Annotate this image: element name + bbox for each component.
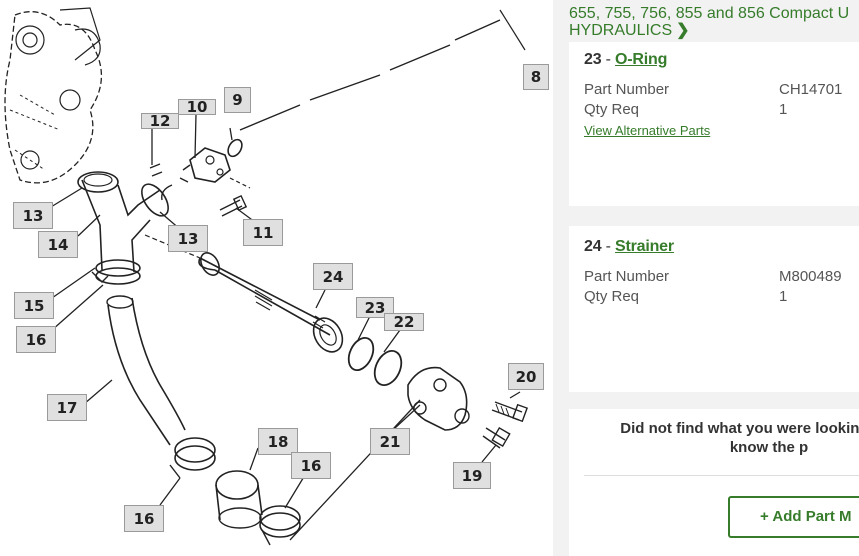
qty-value: 1	[779, 101, 788, 118]
callout-16-bottom[interactable]: 16	[124, 505, 164, 532]
parts-panel: 655, 755, 756, 855 and 856 Compact U HYD…	[553, 0, 859, 556]
callout-13-right[interactable]: 13	[168, 225, 208, 252]
add-part-manually-button[interactable]: + Add Part M	[728, 496, 859, 538]
callout-9[interactable]: 9	[224, 87, 251, 113]
part-number-value: CH14701	[779, 81, 843, 98]
qty-label: Qty Req	[584, 101, 640, 118]
part-index: 23	[584, 51, 602, 68]
callout-20[interactable]: 20	[508, 363, 544, 390]
callout-14[interactable]: 14	[38, 231, 78, 258]
callout-15[interactable]: 15	[14, 292, 54, 319]
callout-8[interactable]: 8	[523, 64, 549, 90]
callout-18[interactable]: 18	[258, 428, 298, 455]
part-number-label: Part Number	[584, 81, 670, 98]
callout-12[interactable]: 12	[141, 112, 179, 130]
callout-16-upper[interactable]: 16	[16, 326, 56, 353]
part-index: 24	[584, 238, 602, 255]
callout-16-right[interactable]: 16	[291, 452, 331, 479]
qty-value: 1	[779, 288, 788, 305]
qty-label: Qty Req	[584, 288, 640, 305]
parts-diagram: 8 9 10 12 13 14 13 11 15 16 17 24 23 22 …	[0, 0, 553, 556]
not-found-message: Did not find what you were looking f kno…	[599, 419, 859, 457]
not-found-line-2: know the p	[729, 439, 809, 456]
part-title: 24 - Strainer	[584, 238, 674, 255]
part-title: 23 - O-Ring	[584, 51, 668, 68]
diagram-drawing	[4, 7, 528, 546]
callout-13-left[interactable]: 13	[13, 202, 53, 229]
callout-22[interactable]: 22	[384, 313, 424, 331]
callout-11[interactable]: 11	[243, 219, 283, 246]
callout-10[interactable]: 10	[178, 98, 216, 116]
callout-19[interactable]: 19	[453, 462, 491, 489]
chevron-right-icon[interactable]: ❯	[676, 22, 690, 39]
callout-21[interactable]: 21	[370, 428, 410, 455]
breadcrumb-model[interactable]: 655, 755, 756, 855 and 856 Compact U	[569, 5, 850, 22]
breadcrumb-section[interactable]: HYDRAULICS	[569, 22, 673, 39]
callout-17[interactable]: 17	[47, 394, 87, 421]
callout-23[interactable]: 23	[356, 297, 394, 318]
part-name-link[interactable]: O-Ring	[615, 51, 668, 68]
part-name-link[interactable]: Strainer	[615, 238, 674, 255]
part-card-23: 23 - O-Ring Part Number CH14701 Qty Req …	[569, 42, 859, 206]
divider	[584, 475, 859, 476]
callout-24[interactable]: 24	[313, 263, 353, 290]
part-number-value: M800489	[779, 268, 842, 285]
not-found-line-1: Did not find what you were looking f	[620, 420, 859, 437]
breadcrumb[interactable]: 655, 755, 756, 855 and 856 Compact U HYD…	[569, 5, 859, 39]
part-card-24: 24 - Strainer Part Number M800489 Qty Re…	[569, 226, 859, 392]
view-alternative-parts-link[interactable]: View Alternative Parts	[584, 123, 711, 138]
part-number-label: Part Number	[584, 268, 670, 285]
